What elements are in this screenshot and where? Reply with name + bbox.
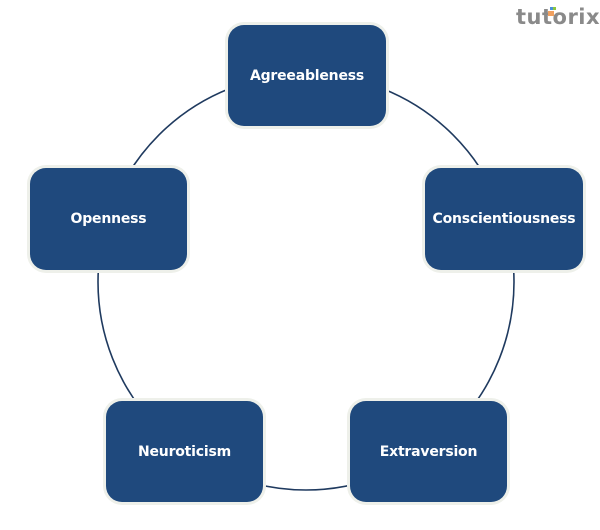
node-label: Openness: [70, 211, 147, 227]
node-label: Neuroticism: [137, 443, 231, 460]
node-label: Extraversion: [379, 443, 478, 460]
node-label: Agreeableness: [249, 67, 365, 84]
tutorix-logo: tutorix: [516, 5, 600, 29]
node-extraversion: Extraversion: [350, 401, 507, 502]
node-conscientiousness: Conscientiousness: [425, 168, 583, 270]
node-label: Conscientiousness: [432, 211, 576, 227]
node-neuroticism: Neuroticism: [106, 401, 263, 502]
logo-dot-icon: [548, 11, 554, 16]
logo-dot-icon: [553, 7, 556, 10]
logo-text: tutorix: [516, 5, 600, 29]
node-openness: Openness: [30, 168, 187, 270]
node-agreeableness: Agreeableness: [228, 25, 386, 126]
logo-dot-icon: [550, 7, 553, 10]
